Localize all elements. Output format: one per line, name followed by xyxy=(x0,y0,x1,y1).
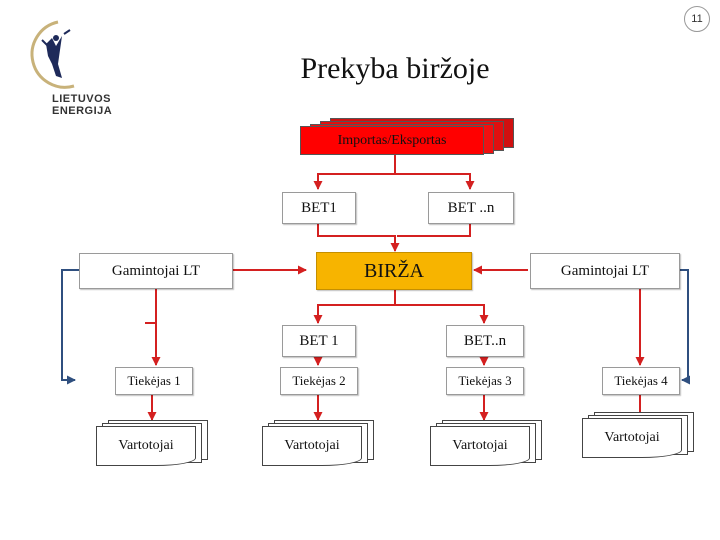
consumer-stack-2: Vartotojai xyxy=(262,420,374,468)
import-export-label: Importas/Eksportas xyxy=(300,126,484,155)
consumer-label-4: Vartotojai xyxy=(582,418,682,458)
consumer-label-1: Vartotojai xyxy=(96,426,196,466)
consumer-stack-4: Vartotojai xyxy=(582,412,694,460)
import-export-box: Importas/Eksportas xyxy=(300,118,514,155)
bet1-top-box: BET1 xyxy=(282,192,356,224)
logo-line1: LIETUVOS xyxy=(52,93,112,105)
producers-left-box: Gamintojai LT xyxy=(79,253,233,289)
betn-top-box: BET ..n xyxy=(428,192,514,224)
betn-bottom-box: BET..n xyxy=(446,325,524,357)
page-title: Prekyba biržoje xyxy=(300,52,490,85)
supplier-1-box: Tiekėjas 1 xyxy=(115,367,193,395)
logo-emblem xyxy=(30,20,75,89)
supplier-4-box: Tiekėjas 4 xyxy=(602,367,680,395)
exchange-box: BIRŽA xyxy=(316,252,472,290)
page-number: 11 xyxy=(684,6,710,32)
bet1-bottom-box: BET 1 xyxy=(282,325,356,357)
producers-right-box: Gamintojai LT xyxy=(530,253,680,289)
supplier-3-box: Tiekėjas 3 xyxy=(446,367,524,395)
logo-text: LIETUVOS ENERGIJA xyxy=(52,93,112,117)
consumer-stack-3: Vartotojai xyxy=(430,420,542,468)
consumer-label-2: Vartotojai xyxy=(262,426,362,466)
consumer-label-3: Vartotojai xyxy=(430,426,530,466)
logo-line2: ENERGIJA xyxy=(52,105,113,117)
supplier-2-box: Tiekėjas 2 xyxy=(280,367,358,395)
consumer-stack-1: Vartotojai xyxy=(96,420,208,468)
